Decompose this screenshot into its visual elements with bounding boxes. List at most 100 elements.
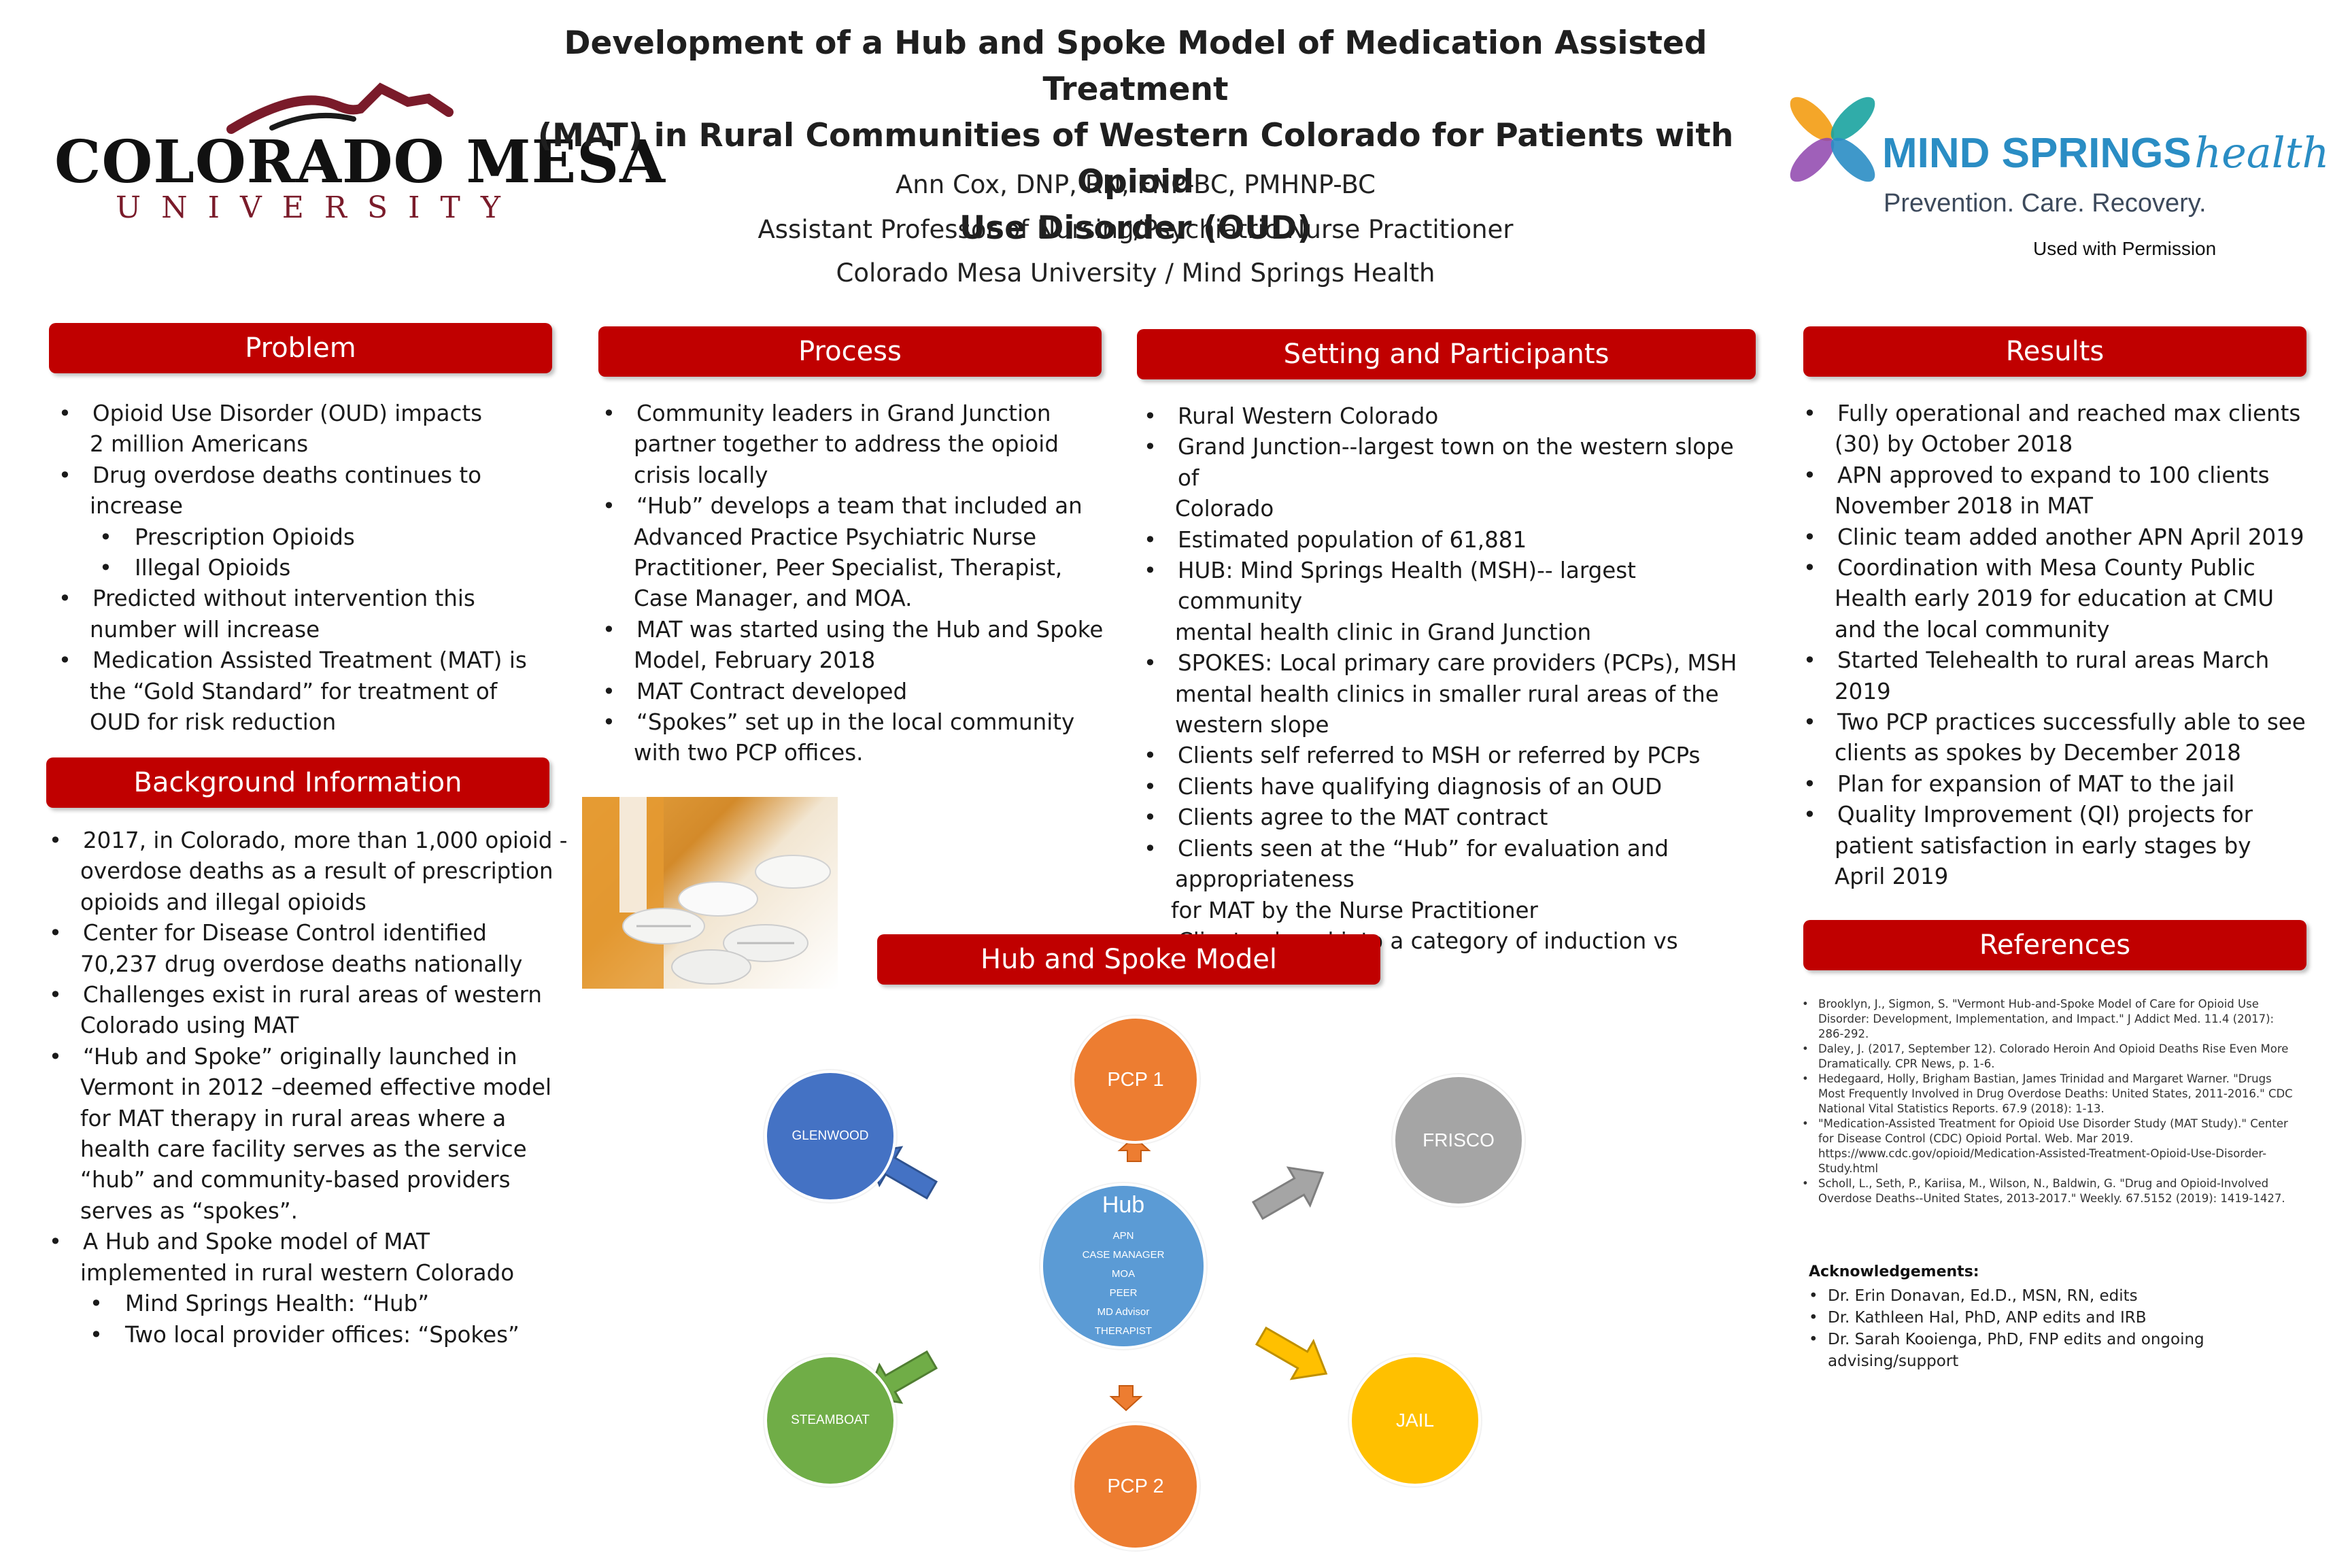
- arrow-to-pcp1: [1117, 1136, 1151, 1162]
- list-item: Clients self referred to MSH or referred…: [1133, 740, 1758, 772]
- arrow-to-jail: [1255, 1326, 1328, 1380]
- pcp1-label: PCP 1: [1107, 1068, 1164, 1091]
- list-item: serves as “spokes”.: [80, 1197, 299, 1224]
- list-item: “hub” and community-based providers: [80, 1167, 511, 1193]
- list-item: A Hub and Spoke model of MAT: [38, 1227, 568, 1258]
- steamboat-label: STEAMBOAT: [791, 1413, 870, 1427]
- list-item: health care facility serves as the servi…: [80, 1136, 527, 1163]
- process-list: Community leaders in Grand Junctionpartn…: [592, 398, 1122, 769]
- list-item: Mind Springs Health: “Hub”: [38, 1289, 568, 1320]
- list-item: "Medication-Assisted Treatment for Opioi…: [1795, 1117, 2298, 1176]
- arrow-to-frisco: [1251, 1166, 1325, 1221]
- list-item: APN approved to expand to 100 clients: [1792, 460, 2323, 492]
- hub-member: PEER: [1109, 1286, 1138, 1299]
- hub-member: THERAPIST: [1094, 1325, 1153, 1337]
- list-item: Quality Improvement (QI) projects for: [1792, 800, 2323, 831]
- title-line-1: Development of a Hub and Spoke Model of …: [564, 24, 1707, 108]
- hub-member: APN: [1112, 1229, 1134, 1242]
- list-item: Colorado using MAT: [80, 1012, 299, 1039]
- list-item: and the local community: [1835, 616, 2110, 643]
- author-position: Assistant Professor of Nursing/Psychiatr…: [757, 215, 1514, 244]
- list-item: Medication Assisted Treatment (MAT) is: [48, 645, 564, 677]
- title-line-3: Use Disorder (OUD): [959, 209, 1312, 247]
- setting-header: Setting and Participants: [1137, 329, 1756, 379]
- list-item: Rural Western Colorado: [1133, 401, 1758, 432]
- list-item: Scholl, L., Seth, P., Kariisa, M., Wilso…: [1795, 1176, 2298, 1206]
- cmu-university: UNIVERSITY: [116, 190, 521, 225]
- msh-name: MIND SPRINGS health: [1882, 128, 2329, 177]
- list-item: Community leaders in Grand Junction: [592, 398, 1122, 430]
- msh-name-text: MIND SPRINGS: [1882, 130, 2192, 177]
- list-item: the “Gold Standard” for treatment of: [90, 678, 498, 704]
- list-item: crisis locally: [634, 462, 768, 488]
- results-header: Results: [1803, 326, 2306, 377]
- list-item: MAT was started using the Hub and Spoke: [592, 615, 1122, 646]
- list-item: November 2018 in MAT: [1835, 493, 2094, 519]
- author-name: Ann Cox, DNP, RN, FNP-BC, PMHNP-BC: [895, 170, 1376, 199]
- ack-list: Dr. Erin Donavan, Ed.D., MSN, RN, editsD…: [1805, 1285, 2240, 1372]
- list-item: Colorado: [1175, 496, 1274, 522]
- list-item: with two PCP offices.: [634, 740, 864, 766]
- list-item: Health early 2019 for education at CMU: [1835, 585, 2275, 612]
- list-item: Advanced Practice Psychiatric Nurse: [634, 524, 1037, 550]
- setting-list: Rural Western ColoradoGrand Junction--la…: [1133, 401, 1758, 988]
- msh-health-text: health: [2194, 128, 2330, 177]
- poster-title: Development of a Hub and Spoke Model of …: [503, 20, 1768, 252]
- list-item: Clients seen at the “Hub” for evaluation…: [1133, 834, 1758, 865]
- results-list: Fully operational and reached max client…: [1792, 398, 2323, 893]
- list-item: overdose deaths as a result of prescript…: [80, 858, 554, 885]
- list-item: Vermont in 2012 –deemed effective model: [80, 1074, 551, 1101]
- references-header: References: [1803, 920, 2306, 970]
- ack-heading: Acknowledgements:: [1809, 1263, 1979, 1280]
- list-item: implemented in rural western Colorado: [80, 1259, 515, 1286]
- list-item: 2019: [1835, 678, 1891, 704]
- list-item: Clients agree to the MAT contract: [1133, 802, 1758, 834]
- list-item: increase: [90, 493, 183, 519]
- list-item: mental health clinics in smaller rural a…: [1175, 681, 1719, 707]
- list-item: Case Manager, and MOA.: [634, 585, 913, 612]
- pills-photo: [582, 797, 838, 989]
- list-item: for MAT therapy in rural areas where a: [80, 1105, 507, 1131]
- list-item: Dr. Kathleen Hal, PhD, ANP edits and IRB: [1805, 1307, 2240, 1329]
- list-item: Challenges exist in rural areas of weste…: [38, 980, 568, 1011]
- list-item: April 2019: [1835, 864, 1949, 890]
- list-item: Clients have qualifying diagnosis of an …: [1133, 772, 1758, 803]
- list-item: partner together to address the opioid: [634, 431, 1059, 458]
- hub-spoke-header: Hub and Spoke Model: [877, 934, 1380, 985]
- list-item: Model, February 2018: [634, 647, 876, 674]
- list-item: Drug overdose deaths continues to: [48, 460, 564, 492]
- pcp2-node: PCP 2: [1072, 1422, 1199, 1550]
- list-item: opioids and illegal opioids: [80, 889, 367, 915]
- list-item: (30) by October 2018: [1835, 431, 2073, 458]
- list-item: Coordination with Mesa County Public: [1792, 553, 2323, 584]
- list-item: Daley, J. (2017, September 12). Colorado…: [1795, 1042, 2298, 1072]
- pcp1-node: PCP 1: [1072, 1016, 1199, 1144]
- list-item: Opioid Use Disorder (OUD) impacts: [48, 398, 564, 430]
- list-item: number will increase: [90, 616, 320, 643]
- list-item: Dr. Erin Donavan, Ed.D., MSN, RN, edits: [1805, 1285, 2240, 1307]
- msh-tagline: Prevention. Care. Recovery.: [1884, 189, 2207, 218]
- jail-label: JAIL: [1395, 1410, 1435, 1431]
- msh-logo: MIND SPRINGS health Prevention. Care. Re…: [1782, 82, 2329, 272]
- process-header: Process: [598, 326, 1102, 377]
- msh-flower-icon: [1790, 97, 1875, 182]
- list-item: “Hub” develops a team that included an: [592, 491, 1122, 522]
- frisco-node: FRISCO: [1393, 1074, 1525, 1206]
- list-item: mental health clinic in Grand Junction: [1175, 619, 1592, 645]
- cmu-logo: COLORADO MESA UNIVERSITY: [54, 68, 665, 225]
- glenwood-label: GLENWOOD: [791, 1129, 869, 1143]
- background-list: 2017, in Colorado, more than 1,000 opioi…: [38, 825, 568, 1350]
- cmu-mountain-icon: [226, 82, 454, 134]
- list-item: western slope: [1175, 712, 1329, 738]
- problem-header: Problem: [49, 323, 552, 373]
- list-item: Plan for expansion of MAT to the jail: [1792, 769, 2323, 800]
- list-item: Fully operational and reached max client…: [1792, 398, 2323, 430]
- author-affiliation: Colorado Mesa University / Mind Springs …: [836, 258, 1435, 288]
- hub-label: Hub: [1102, 1191, 1145, 1218]
- hub-member: MD Advisor: [1097, 1306, 1150, 1318]
- jail-node: JAIL: [1349, 1354, 1481, 1486]
- hub-member: CASE MANAGER: [1082, 1248, 1165, 1261]
- pills-icon: [582, 797, 831, 989]
- list-item: clients as spokes by December 2018: [1835, 740, 2241, 766]
- list-item: Grand Junction--largest town on the west…: [1133, 432, 1758, 494]
